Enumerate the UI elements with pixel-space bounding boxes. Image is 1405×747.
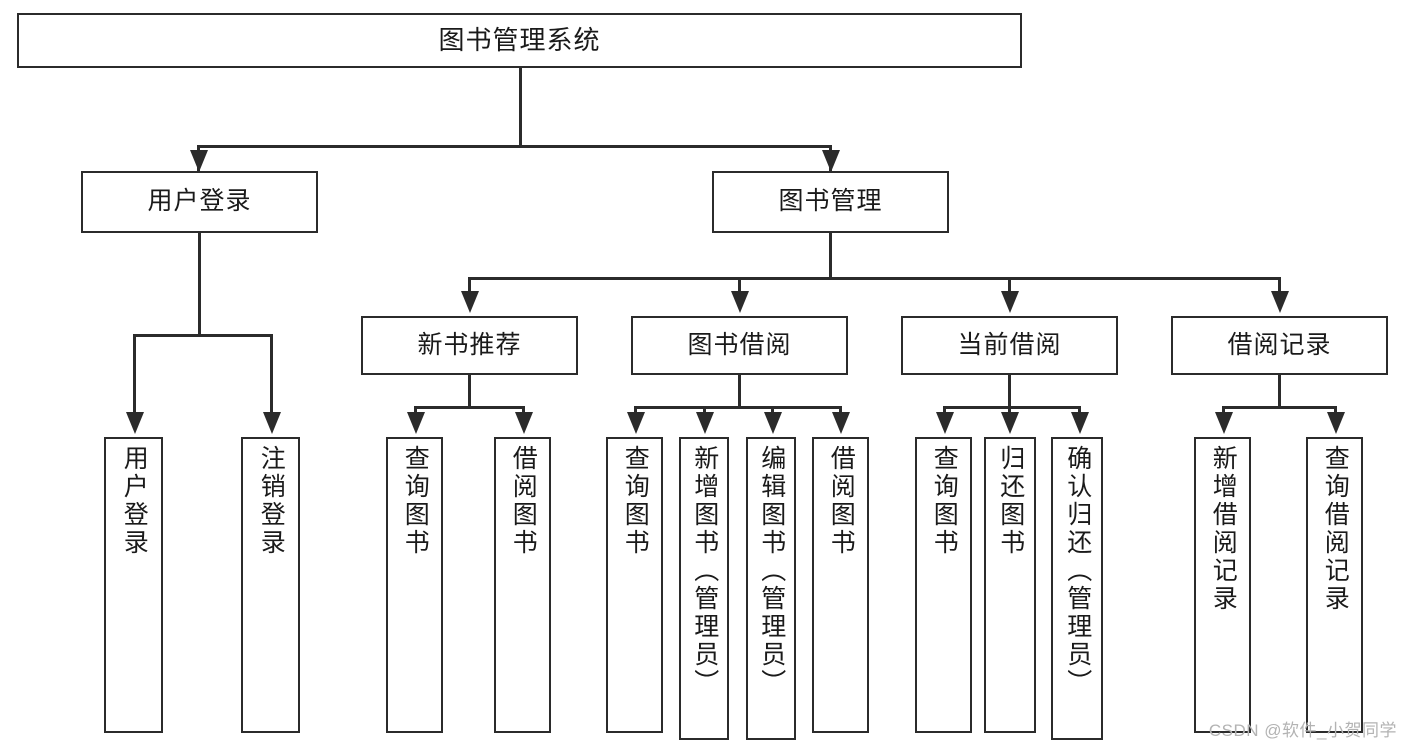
node-borrow-record[interactable]: 借阅记录 xyxy=(1171,316,1388,375)
arrowhead-leaf-borrow-book-1 xyxy=(515,412,533,434)
arrowhead-leaf-add-book xyxy=(696,412,714,434)
node-label: 图书借阅 xyxy=(687,330,792,359)
arrowhead-book-management xyxy=(822,150,840,172)
connector-user-login-to-leaf-2 xyxy=(270,334,273,416)
node-leaf-user-login[interactable]: 用户登录 xyxy=(104,437,163,733)
connector-book-management-spread xyxy=(468,277,1280,280)
node-label: 注销登录 xyxy=(257,445,286,557)
arrowhead-leaf-add-borrow-record xyxy=(1215,412,1233,434)
node-label: 图书管理系统 xyxy=(438,25,601,56)
node-leaf-return-book[interactable]: 归还图书 xyxy=(984,437,1036,733)
node-label: 确认归还（管理员） xyxy=(1063,445,1092,697)
node-new-book-recommend[interactable]: 新书推荐 xyxy=(361,316,578,375)
node-label: 当前借阅 xyxy=(957,330,1062,359)
node-leaf-borrow-book-1[interactable]: 借阅图书 xyxy=(494,437,551,733)
node-current-borrow[interactable]: 当前借阅 xyxy=(901,316,1118,375)
connector-bm-to-book-borrow xyxy=(738,277,741,299)
node-book-management-system[interactable]: 图书管理系统 xyxy=(17,13,1022,68)
connector-book-borrow-trunk xyxy=(738,375,741,406)
node-label: 借阅图书 xyxy=(509,445,538,557)
arrowhead-leaf-query-book-2 xyxy=(627,412,645,434)
node-label: 用户登录 xyxy=(120,445,149,557)
node-leaf-query-book-3[interactable]: 查询图书 xyxy=(915,437,972,733)
node-leaf-edit-book[interactable]: 编辑图书（管理员） xyxy=(746,437,796,740)
node-leaf-query-borrow-record[interactable]: 查询借阅记录 xyxy=(1306,437,1363,733)
node-leaf-borrow-book-2[interactable]: 借阅图书 xyxy=(812,437,869,733)
arrowhead-leaf-confirm-return xyxy=(1071,412,1089,434)
connector-borrow-record-spread xyxy=(1222,406,1337,409)
node-label: 图书管理 xyxy=(778,187,883,216)
connector-root-spread xyxy=(197,145,832,148)
node-label: 编辑图书（管理员） xyxy=(757,445,786,697)
node-label: 归还图书 xyxy=(996,445,1025,557)
arrowhead-leaf-logout-login xyxy=(263,412,281,434)
arrowhead-leaf-query-borrow-record xyxy=(1327,412,1345,434)
node-label: 借阅记录 xyxy=(1227,330,1332,359)
connector-new-book-spread xyxy=(414,406,525,409)
node-label: 查询图书 xyxy=(930,445,959,557)
connector-new-book-trunk xyxy=(468,375,471,406)
arrowhead-leaf-query-book-3 xyxy=(936,412,954,434)
connector-bm-to-current-borrow xyxy=(1008,277,1011,299)
arrowhead-current-borrow xyxy=(1001,291,1019,313)
arrowhead-leaf-edit-book xyxy=(764,412,782,434)
arrowhead-leaf-user-login xyxy=(126,412,144,434)
node-book-borrow[interactable]: 图书借阅 xyxy=(631,316,848,375)
connector-bm-to-borrow-record xyxy=(1278,277,1281,299)
connector-user-login-to-leaf-1 xyxy=(133,334,136,416)
connector-user-login-trunk xyxy=(198,233,201,334)
arrowhead-leaf-query-book-1 xyxy=(407,412,425,434)
node-label: 借阅图书 xyxy=(827,445,856,557)
node-leaf-query-book-1[interactable]: 查询图书 xyxy=(386,437,443,733)
watermark: CSDN @软件_小贺同学 xyxy=(1208,721,1397,740)
connector-borrow-record-trunk xyxy=(1278,375,1281,406)
node-leaf-logout-login[interactable]: 注销登录 xyxy=(241,437,300,733)
node-leaf-confirm-return[interactable]: 确认归还（管理员） xyxy=(1051,437,1103,740)
node-label: 查询图书 xyxy=(401,445,430,557)
node-label: 新增图书（管理员） xyxy=(690,445,719,697)
connector-current-borrow-spread xyxy=(943,406,1081,409)
node-label: 新书推荐 xyxy=(417,330,522,359)
connector-bm-to-new-book xyxy=(468,277,471,299)
connector-user-login-spread xyxy=(133,334,272,337)
node-label: 用户登录 xyxy=(147,187,252,216)
arrowhead-borrow-record xyxy=(1271,291,1289,313)
arrowhead-new-book-recommend xyxy=(461,291,479,313)
node-user-login[interactable]: 用户登录 xyxy=(81,171,318,233)
connector-book-borrow-spread xyxy=(634,406,842,409)
node-label: 查询图书 xyxy=(621,445,650,557)
connector-root-trunk xyxy=(519,68,522,145)
node-book-management[interactable]: 图书管理 xyxy=(712,171,949,233)
node-leaf-add-borrow-record[interactable]: 新增借阅记录 xyxy=(1194,437,1251,733)
connector-current-borrow-trunk xyxy=(1008,375,1011,406)
arrowhead-user-login xyxy=(190,150,208,172)
arrowhead-book-borrow xyxy=(731,291,749,313)
arrowhead-leaf-return-book xyxy=(1001,412,1019,434)
connector-book-management-trunk xyxy=(829,233,832,277)
arrowhead-leaf-borrow-book-2 xyxy=(832,412,850,434)
node-leaf-query-book-2[interactable]: 查询图书 xyxy=(606,437,663,733)
node-label: 查询借阅记录 xyxy=(1321,445,1350,613)
node-leaf-add-book[interactable]: 新增图书（管理员） xyxy=(679,437,729,740)
node-label: 新增借阅记录 xyxy=(1209,445,1238,613)
